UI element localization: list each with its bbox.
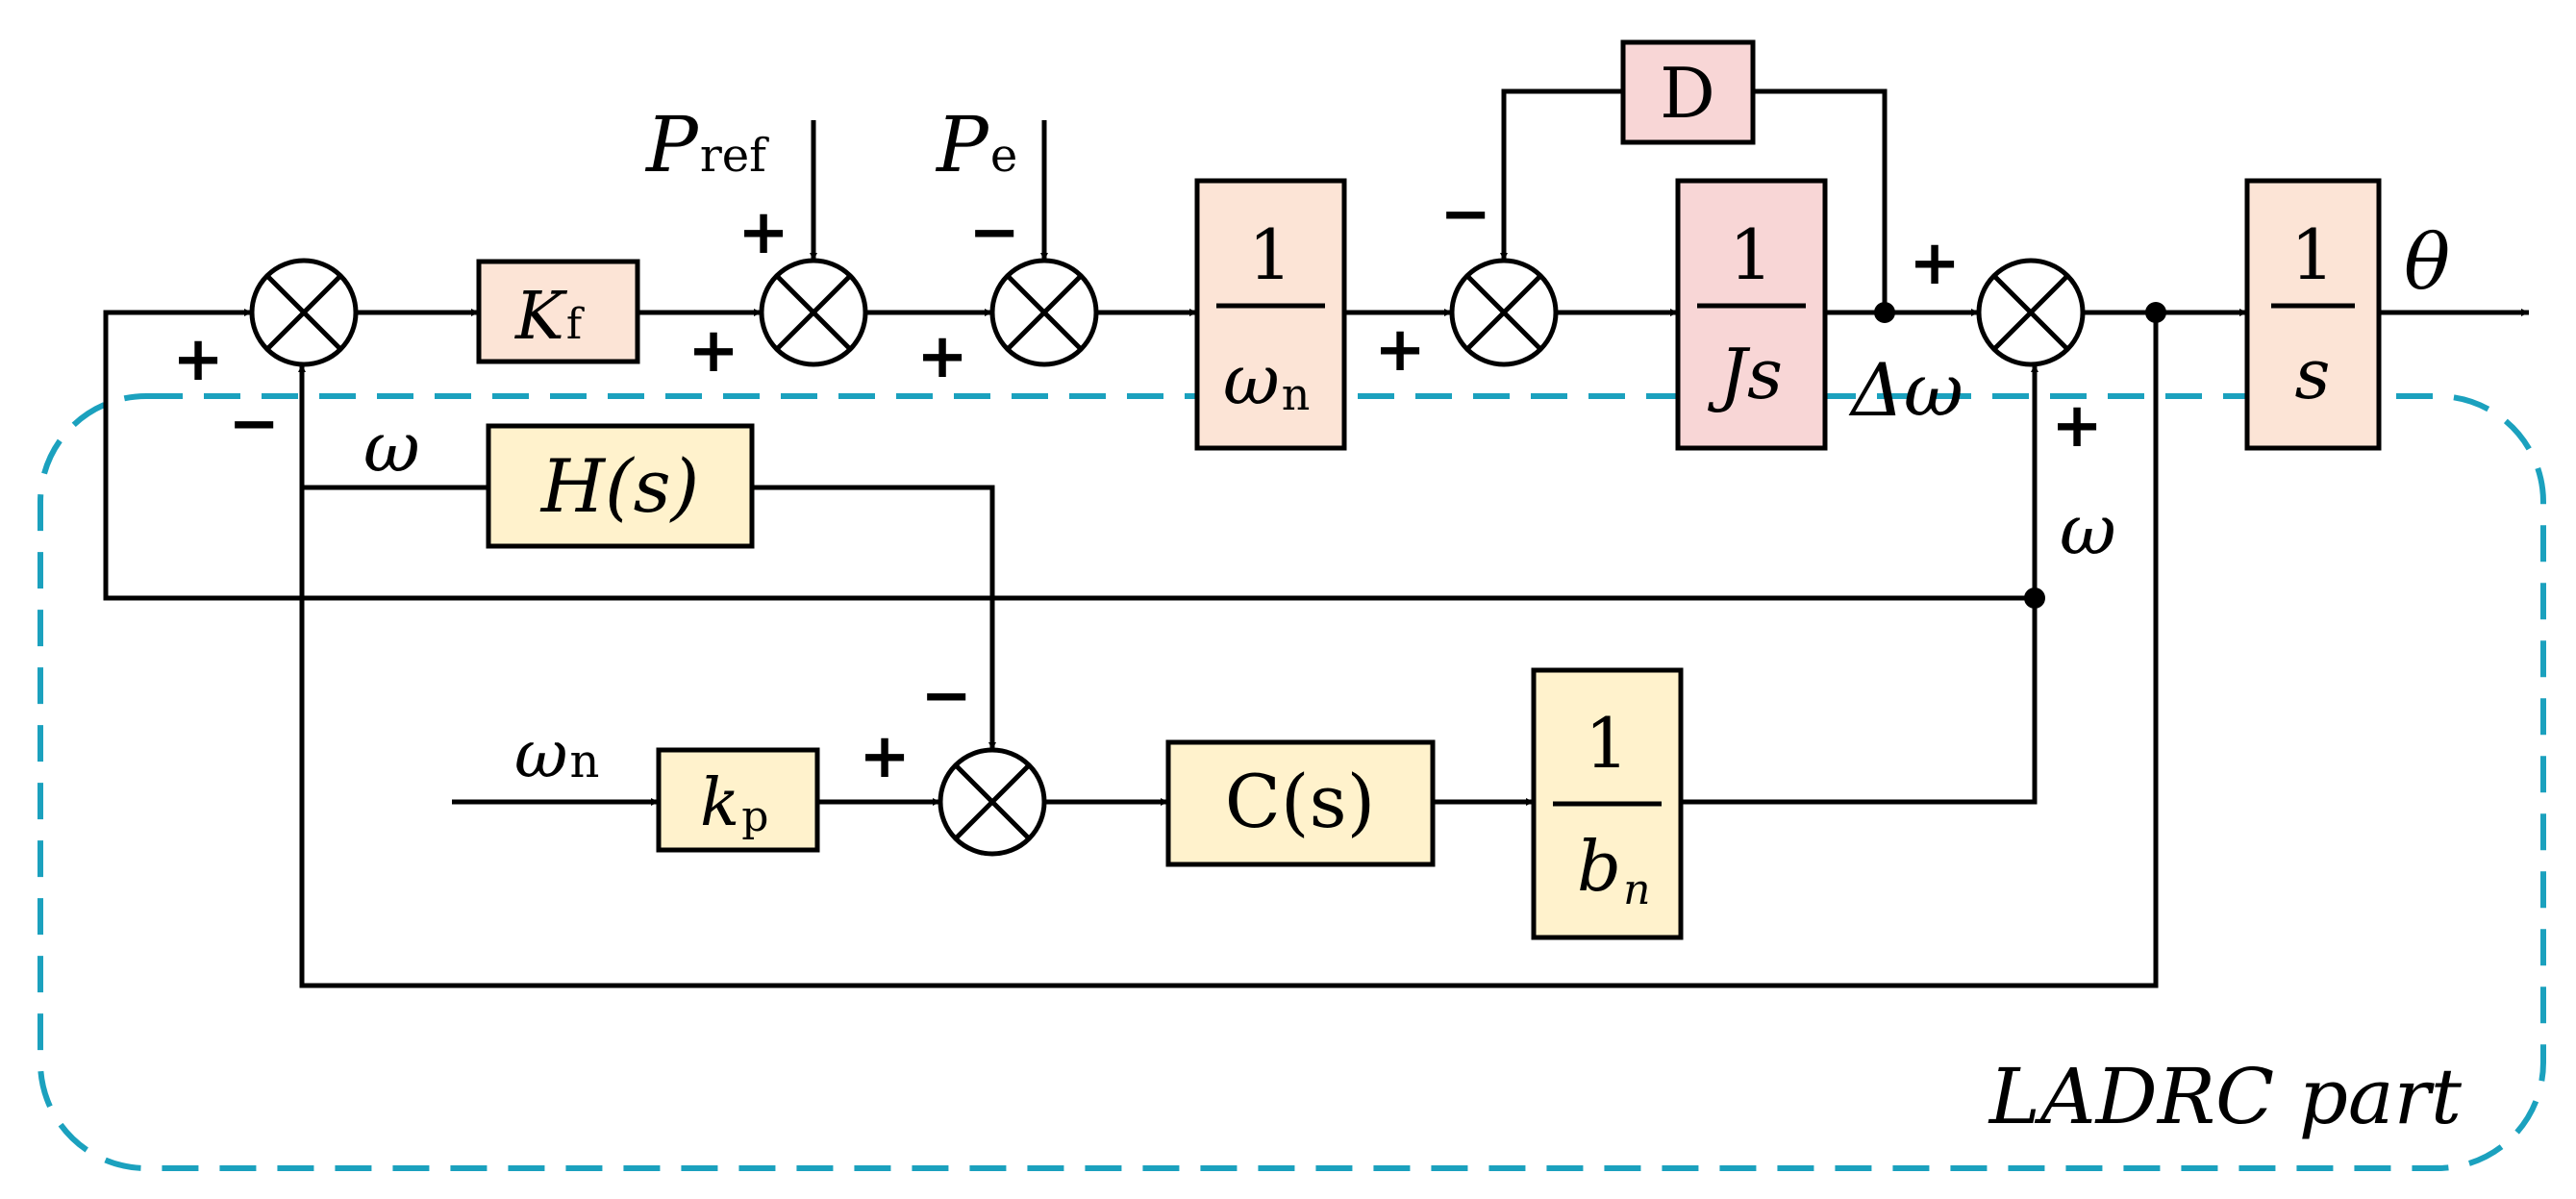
pref-label: P bbox=[644, 100, 699, 189]
damping-label: D bbox=[1660, 53, 1715, 134]
sign-sum5-left: + bbox=[1909, 228, 1961, 299]
theta-label: θ bbox=[2404, 217, 2450, 307]
summing-junction-4 bbox=[1449, 258, 1559, 367]
b0-inverse-den-sub: n bbox=[1623, 865, 1650, 914]
integrator-denominator: s bbox=[2295, 334, 2331, 414]
block-b0-inverse: 1 bn bbox=[1531, 667, 1684, 940]
sign-sum2-left: + bbox=[688, 315, 739, 387]
inertia-gain-denominator: ω bbox=[1223, 339, 1280, 420]
svg-text:ωn: ωn bbox=[514, 717, 599, 793]
omega-upper-label: ω bbox=[363, 407, 420, 487]
wire-damping-pickoff bbox=[1753, 88, 1888, 312]
b0-inverse-den-main: b bbox=[1577, 826, 1621, 907]
summing-junction-6 bbox=[938, 747, 1047, 857]
sign-sum4-top: − bbox=[1439, 179, 1491, 250]
sign-sum6-left: + bbox=[859, 721, 911, 792]
sign-sum2-top: + bbox=[738, 197, 789, 268]
block-kp: kp bbox=[656, 747, 820, 853]
junction-dot-delta-omega bbox=[1874, 302, 1895, 323]
kp-sub: p bbox=[741, 792, 768, 841]
summing-junction-1 bbox=[249, 258, 359, 367]
summing-junction-3 bbox=[989, 258, 1099, 367]
wire-damping-to-sum4 bbox=[1500, 88, 1623, 261]
inertia-denominator: Js bbox=[1707, 334, 1783, 414]
junction-dot-omega-branch bbox=[2024, 587, 2045, 609]
filter-label: H(s) bbox=[539, 443, 700, 529]
wire-omega-feedback-to-sum1 bbox=[103, 309, 2035, 601]
ladrc-region-label: LADRC part bbox=[1988, 1052, 2463, 1141]
block-inertia-gain: 1 ωn bbox=[1194, 178, 1347, 451]
integrator-numerator: 1 bbox=[2290, 214, 2335, 295]
junction-dot-omega-output bbox=[2145, 302, 2166, 323]
kf-sub: f bbox=[566, 300, 585, 349]
pref-sub: ref bbox=[700, 129, 769, 183]
pe-sub: e bbox=[990, 129, 1017, 183]
sign-sum1-left: + bbox=[172, 324, 224, 395]
pe-label: P bbox=[935, 100, 989, 189]
kf-main: K bbox=[513, 279, 568, 355]
wire-omega-feedback-loop bbox=[298, 312, 2159, 988]
sign-sum4-left: + bbox=[1374, 314, 1426, 386]
svg-text:bn: bn bbox=[1577, 826, 1650, 914]
wire-filter-to-sum6 bbox=[752, 485, 996, 750]
inertia-gain-den-sub: n bbox=[1282, 368, 1311, 420]
block-filter: H(s) bbox=[486, 423, 755, 549]
block-controller: C(s) bbox=[1165, 739, 1436, 867]
sign-sum3-top: − bbox=[968, 197, 1020, 268]
summing-junction-5 bbox=[1976, 258, 2086, 367]
inertia-gain-numerator: 1 bbox=[1248, 214, 1292, 295]
svg-text:ωn: ωn bbox=[1223, 339, 1310, 420]
sign-sum3-left: + bbox=[916, 321, 968, 392]
ladrc-region-boundary bbox=[38, 393, 2546, 1171]
inertia-numerator: 1 bbox=[1729, 214, 1773, 295]
b0-inverse-numerator: 1 bbox=[1585, 703, 1629, 784]
sign-sum5-bottom: + bbox=[2051, 390, 2103, 462]
omega-n-input-sub: n bbox=[569, 735, 599, 788]
wire-b0-to-sum5 bbox=[1681, 364, 2038, 805]
summing-junction-2 bbox=[759, 258, 868, 367]
kp-main: k bbox=[700, 765, 739, 841]
block-kf: Kf bbox=[476, 259, 640, 364]
delta-omega-label: Δω bbox=[1848, 347, 1963, 433]
block-integrator: 1 s bbox=[2244, 178, 2382, 451]
sign-sum6-top: − bbox=[920, 661, 972, 732]
omega-right-label: ω bbox=[2060, 489, 2116, 570]
svg-text:Kf: Kf bbox=[513, 279, 585, 355]
sign-sum1-bottom: − bbox=[228, 388, 280, 460]
controller-label: C(s) bbox=[1225, 759, 1375, 844]
svg-text:Pref: Pref bbox=[644, 100, 769, 189]
omega-n-input-label: ω bbox=[514, 717, 567, 793]
svg-text:kp: kp bbox=[700, 765, 768, 841]
block-inertia: 1 Js bbox=[1675, 178, 1828, 451]
svg-text:Pe: Pe bbox=[935, 100, 1017, 189]
block-damping: D bbox=[1620, 39, 1756, 145]
